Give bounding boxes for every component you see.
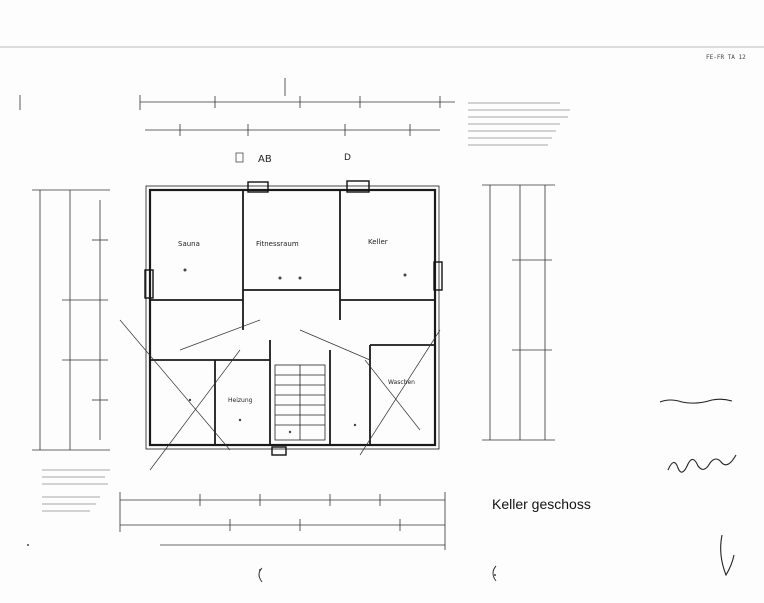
diagonal-lines — [119, 319, 441, 471]
left-dimension-lines — [19, 95, 110, 451]
section-marker-d: D — [344, 153, 351, 163]
right-dimension-lines — [482, 184, 555, 441]
legend-block — [468, 102, 570, 146]
room-label-waschen: Waschen — [388, 379, 415, 386]
section-marker-box — [235, 152, 244, 163]
room-label-keller: Keller — [368, 238, 388, 246]
section-marker-ab: AB — [258, 154, 272, 165]
top-dimension-lines — [139, 78, 455, 136]
scan-marks — [27, 268, 496, 576]
window-markers — [144, 180, 443, 456]
notes-block — [42, 469, 110, 512]
outer-walls — [145, 185, 440, 450]
page-stamp: FE-FR TA 12 — [706, 54, 746, 61]
plan-caption: Keller geschoss — [492, 496, 591, 512]
interior-walls — [150, 190, 435, 445]
room-label-fitness: Fitnessraum — [256, 240, 299, 248]
room-label-sauna: Sauna — [178, 240, 200, 248]
room-label-heizung: Heizung — [228, 397, 253, 404]
bottom-dimension-lines — [119, 492, 446, 550]
bottom-curve-marks — [258, 565, 497, 583]
handwritten-signature — [659, 398, 737, 577]
staircase — [274, 364, 326, 441]
